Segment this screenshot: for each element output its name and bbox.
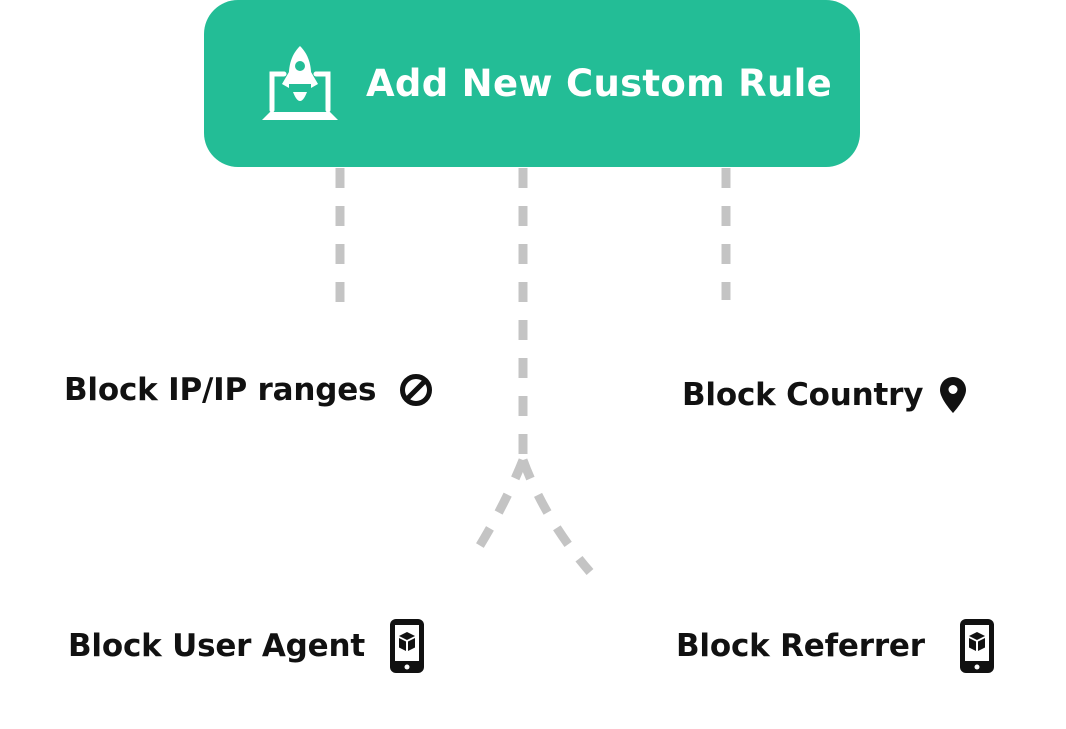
- map-pin-icon: [940, 377, 967, 413]
- connector-to-block-user-agent: [472, 458, 528, 555]
- block-user-agent-label: Block User Agent: [68, 628, 365, 664]
- block-ip-ranges-label: Block IP/IP ranges: [64, 372, 377, 408]
- connector-to-block-referrer: [518, 458, 594, 575]
- block-country-label: Block Country: [682, 377, 924, 413]
- block-referrer-rule[interactable]: Block Referrer: [676, 618, 995, 674]
- block-user-agent-rule[interactable]: Block User Agent: [68, 618, 425, 674]
- mobile-phone-icon: [959, 619, 994, 673]
- mobile-phone-icon: [389, 619, 424, 673]
- rocket-launch-icon: [262, 45, 338, 120]
- add-new-custom-rule-button[interactable]: Add New Custom Rule: [204, 0, 860, 167]
- block-icon: [400, 374, 433, 406]
- add-new-custom-rule-label: Add New Custom Rule: [366, 62, 832, 105]
- block-ip-ranges-rule[interactable]: Block IP/IP ranges: [64, 372, 434, 408]
- block-country-rule[interactable]: Block Country: [682, 376, 967, 414]
- block-referrer-label: Block Referrer: [676, 628, 925, 664]
